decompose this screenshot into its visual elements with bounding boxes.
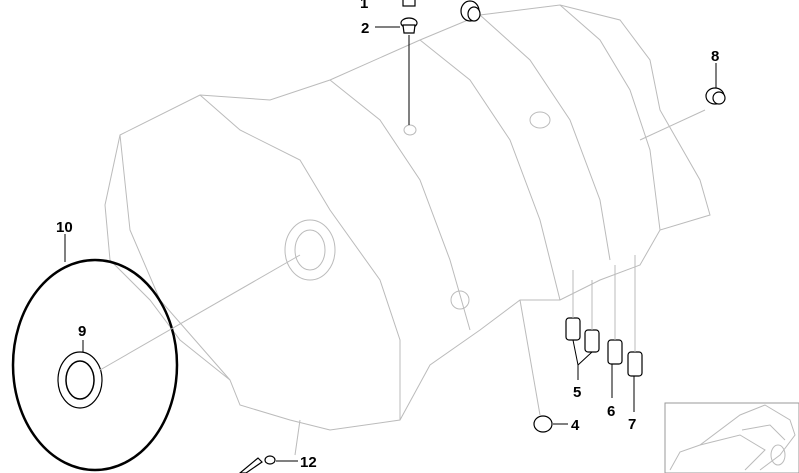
callout-8: 8 (711, 48, 719, 65)
part-2-plug[interactable] (375, 17, 418, 125)
callout-10: 10 (56, 219, 73, 236)
callout-2: 2 (361, 20, 369, 37)
part-1-plug[interactable] (402, 0, 416, 7)
part-8-plug[interactable] (639, 63, 726, 141)
part-4-plug[interactable] (519, 299, 568, 433)
callout-9: 9 (78, 323, 86, 340)
part-6-sleeve[interactable] (607, 265, 623, 398)
part-5-sleeves[interactable] (565, 270, 600, 380)
part-10-gasket[interactable] (11, 234, 179, 472)
part-12-oring-pin[interactable] (239, 419, 301, 473)
callout-12: 12 (300, 454, 317, 471)
callout-4: 4 (571, 417, 580, 434)
part-7-sleeve[interactable] (627, 255, 643, 412)
callout-1: 1 (360, 0, 368, 12)
part-9-shaft-seal[interactable] (57, 254, 301, 409)
callout-7: 7 (628, 416, 636, 433)
top-plug[interactable] (460, 0, 481, 22)
vehicle-thumbnail[interactable] (664, 402, 799, 473)
callout-6: 6 (607, 403, 615, 420)
callout-5: 5 (573, 384, 581, 401)
transmission-housing[interactable] (104, 4, 711, 431)
